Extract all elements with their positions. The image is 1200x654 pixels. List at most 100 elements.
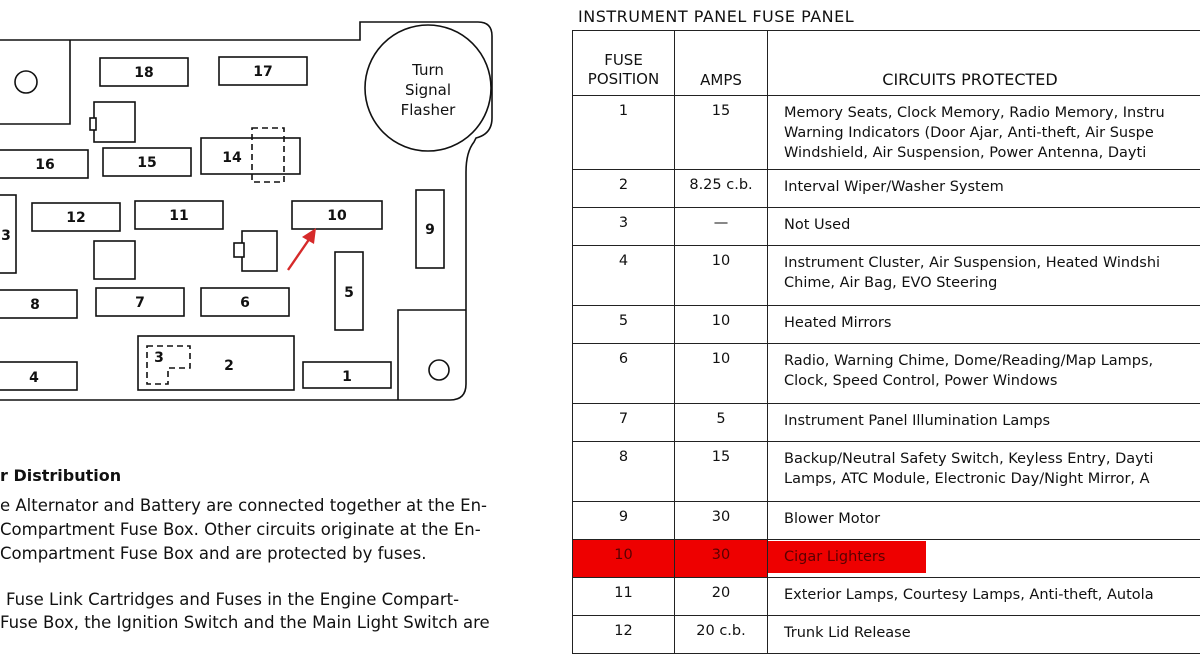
mounting-hole-right (429, 360, 449, 380)
circuits-protected-cell: Not Used (768, 208, 1200, 246)
relay-socket-middle (94, 241, 135, 279)
prose-line-1: e Alternator and Battery are connected t… (0, 496, 487, 515)
fuse-label-15: 15 (137, 155, 156, 171)
fuse-position-cell: 3 (573, 208, 675, 246)
fuse-amps-cell: 10 (675, 306, 768, 344)
fuse-label-1: 1 (342, 369, 352, 385)
fuse-position-cell: 5 (573, 306, 675, 344)
prose-line-4: Fuse Link Cartridges and Fuses in the En… (6, 590, 459, 609)
circuits-protected-cell: Memory Seats, Clock Memory, Radio Memory… (768, 96, 1200, 170)
header-circuits-protected: CIRCUITS PROTECTED (768, 31, 1200, 96)
fuse-amps-cell: 20 c.b. (675, 616, 768, 654)
fuse-label-16: 16 (35, 157, 54, 173)
fuse-position-cell: 8 (573, 442, 675, 502)
circuit-line: Exterior Lamps, Courtesy Lamps, Anti-the… (784, 585, 1154, 605)
fuse-amps-cell: 30 (675, 540, 768, 578)
circuits-protected-cell: Cigar Lighters (768, 540, 1200, 578)
header-fuse-position-line2: POSITION (588, 70, 659, 88)
circuit-line: Instrument Panel Illumination Lamps (784, 411, 1050, 431)
circuit-line: Clock, Speed Control, Power Windows (784, 371, 1153, 391)
circuit-line: Backup/Neutral Safety Switch, Keyless En… (784, 449, 1153, 469)
fuse-label-17: 17 (253, 64, 272, 80)
relay-notch-right (234, 243, 244, 257)
fuse-position-cell: 7 (573, 404, 675, 442)
fuse-position-cell: 10 (573, 540, 675, 578)
fuse-amps-cell: 10 (675, 246, 768, 306)
fuse-amps-cell: 5 (675, 404, 768, 442)
fuse-table-row: 3—Not Used (573, 208, 1200, 246)
circuits-protected-cell: Backup/Neutral Safety Switch, Keyless En… (768, 442, 1200, 502)
header-fuse-position: FUSE POSITION (573, 31, 675, 96)
circuits-protected-cell: Interval Wiper/Washer System (768, 170, 1200, 208)
fuse-label-9: 9 (425, 222, 435, 238)
highlight-arrow (288, 228, 316, 270)
circuit-line: Windshield, Air Suspension, Power Antenn… (784, 143, 1165, 163)
fuse-label-10: 10 (327, 208, 347, 224)
header-amps: AMPS (675, 31, 768, 96)
fuse-position-cell: 4 (573, 246, 675, 306)
flasher-label-line2: Signal (405, 81, 451, 99)
circuit-line: Warning Indicators (Door Ajar, Anti-thef… (784, 123, 1165, 143)
circuits-protected-cell: Instrument Panel Illumination Lamps (768, 404, 1200, 442)
fuse-position-cell: 12 (573, 616, 675, 654)
circuit-line: Not Used (784, 215, 850, 235)
fuse-position-cell: 9 (573, 502, 675, 540)
prose-line-2: Compartment Fuse Box. Other circuits ori… (0, 520, 481, 539)
fuse-label-8: 8 (30, 297, 40, 313)
flasher-label-line1: Turn (411, 61, 444, 79)
fuse-position-cell: 6 (573, 344, 675, 404)
fuse-label-11: 11 (169, 208, 188, 224)
fuse-amps-cell: 30 (675, 502, 768, 540)
fuse-panel-title: INSTRUMENT PANEL FUSE PANEL (578, 7, 854, 26)
fuse-amps-cell: 20 (675, 578, 768, 616)
circuit-line: Heated Mirrors (784, 313, 891, 333)
fuse-table-header: FUSE POSITION AMPS CIRCUITS PROTECTED (573, 31, 1200, 96)
fuse-amps-cell: 10 (675, 344, 768, 404)
circuits-protected-cell: Radio, Warning Chime, Dome/Reading/Map L… (768, 344, 1200, 404)
fuse-amps-cell: 15 (675, 442, 768, 502)
relay-socket-right (242, 231, 277, 271)
fuse-amps-cell: 8.25 c.b. (675, 170, 768, 208)
fuse-position-cell: 11 (573, 578, 675, 616)
fuse-label-3: 3 (154, 350, 164, 366)
fuse-box-inner-edge (0, 40, 70, 124)
fuse-box-diagram: Turn Signal Flasher 18 17 16 (0, 0, 560, 410)
circuit-line: Blower Motor (784, 509, 880, 529)
fuse-label-7: 7 (135, 295, 145, 311)
circuit-line: Cigar Lighters (784, 547, 910, 567)
circuits-protected-cell: Heated Mirrors (768, 306, 1200, 344)
flasher-label-line3: Flasher (401, 101, 457, 119)
circuits-protected-cell: Exterior Lamps, Courtesy Lamps, Anti-the… (768, 578, 1200, 616)
relay-notch-upper (90, 118, 96, 130)
circuit-line: Interval Wiper/Washer System (784, 177, 1004, 197)
fuse-label-18: 18 (134, 65, 153, 81)
fuse-14 (201, 138, 300, 174)
circuits-protected-cell: Blower Motor (768, 502, 1200, 540)
header-fuse-position-line1: FUSE (604, 51, 643, 69)
fuse-label-6: 6 (240, 295, 250, 311)
fuse-label-4: 4 (29, 370, 39, 386)
fuse-label-13: 3 (1, 228, 11, 244)
circuit-line: Memory Seats, Clock Memory, Radio Memory… (784, 103, 1165, 123)
circuit-line: Trunk Lid Release (784, 623, 911, 643)
circuit-line: Radio, Warning Chime, Dome/Reading/Map L… (784, 351, 1153, 371)
circuit-line: Lamps, ATC Module, Electronic Day/Night … (784, 469, 1153, 489)
fuse-amps-cell: 15 (675, 96, 768, 170)
circuit-line: Instrument Cluster, Air Suspension, Heat… (784, 253, 1160, 273)
mount-block (398, 310, 466, 400)
fuse-label-14: 14 (222, 150, 242, 166)
fuse-label-12: 12 (66, 210, 85, 226)
fuse-label-2: 2 (224, 358, 234, 374)
